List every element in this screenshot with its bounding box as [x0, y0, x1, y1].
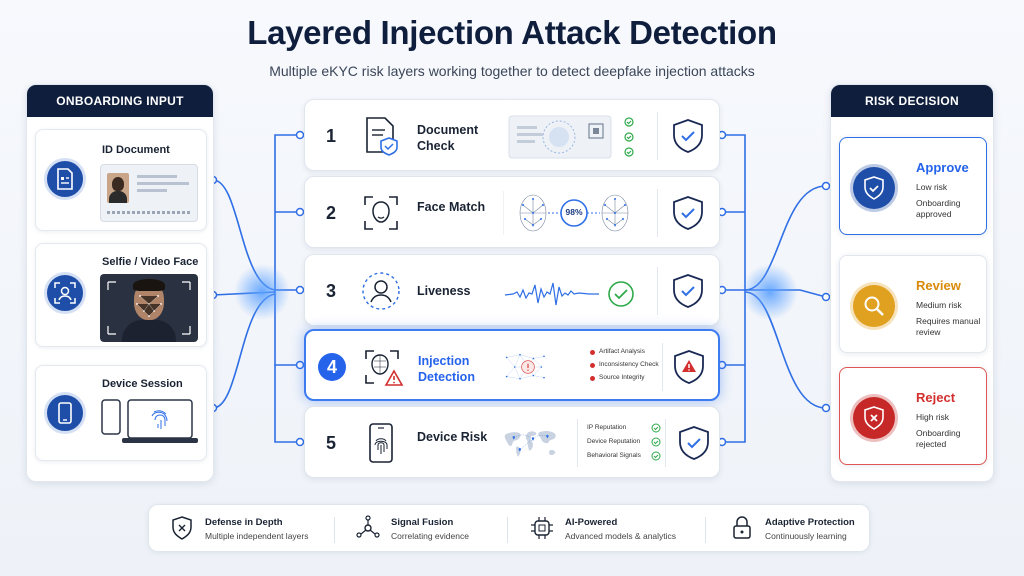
feature-ai-powered: AI-Powered Advanced models & analytics: [529, 513, 689, 545]
feature-title: Defense in Depth: [205, 517, 283, 528]
risk-decision-header: RISK DECISION: [831, 85, 993, 117]
outcome-title: Approve: [916, 160, 969, 175]
outcome-title: Reject: [916, 390, 956, 405]
list-item: Device Reputation: [587, 436, 665, 450]
shield-x-icon: [172, 516, 192, 540]
layer-name: Injection Detection: [418, 354, 475, 384]
input-card-id-document[interactable]: ID Document: [35, 129, 207, 231]
layer-injection-detection[interactable]: 4 Injection Detection Artifact Analysis …: [304, 329, 720, 401]
feature-divider: [705, 517, 706, 543]
feature-divider: [334, 517, 335, 543]
selfie-face-image: [100, 274, 198, 342]
phone-fingerprint-icon: [369, 423, 393, 463]
input-label-device-session: Device Session: [102, 378, 183, 390]
layer-liveness[interactable]: 3 Liveness: [304, 254, 720, 326]
shield-x-icon: [850, 394, 898, 442]
feature-title: Signal Fusion: [391, 517, 454, 528]
page-title: Layered Injection Attack Detection: [247, 14, 777, 51]
input-label-selfie: Selfie / Video Face: [102, 256, 199, 268]
shield-check-icon: [850, 164, 898, 212]
shield-check-icon: [673, 274, 703, 308]
input-card-device-session[interactable]: Device Session: [35, 365, 207, 461]
layer-document-check[interactable]: 1 Document Check: [304, 99, 720, 171]
outcome-risk: Medium risk: [916, 300, 962, 310]
layer-number: 4: [318, 353, 346, 381]
outcome-approve[interactable]: Approve Low risk Onboarding approved: [839, 137, 987, 235]
layer-number: 2: [325, 203, 336, 223]
feature-signal-fusion: Signal Fusion Correlating evidence: [355, 513, 505, 545]
outcome-status: Requires manual review: [916, 316, 981, 337]
feature-subtitle: Advanced models & analytics: [565, 531, 677, 541]
feature-subtitle: Multiple independent layers: [205, 531, 309, 541]
layer-number: 3: [325, 281, 336, 301]
input-label-id-document: ID Document: [102, 144, 170, 156]
layer-divider: [657, 267, 658, 315]
layer-divider: [662, 343, 663, 391]
feature-subtitle: Correlating evidence: [391, 531, 469, 541]
input-card-selfie[interactable]: Selfie / Video Face: [35, 243, 207, 347]
outcome-risk: Low risk: [916, 182, 948, 192]
device-laptop-phone-image: [101, 399, 198, 443]
layer-name: Document Check: [417, 123, 479, 153]
face-warning-icon: [365, 350, 404, 386]
feature-subtitle: Continuously learning: [765, 531, 847, 541]
list-item: Behavioral Signals: [587, 450, 665, 464]
feature-divider: [507, 517, 508, 543]
outcome-review[interactable]: Review Medium risk Requires manual revie…: [839, 255, 987, 353]
feature-title: Adaptive Protection: [765, 517, 855, 528]
layer-divider: [665, 419, 666, 467]
outcome-reject[interactable]: Reject High risk Onboarding rejected: [839, 367, 987, 465]
list-item: Inconsistency Check: [590, 360, 660, 373]
id-document-icon: [44, 158, 86, 200]
feature-defense-in-depth: Defense in Depth Multiple independent la…: [169, 513, 329, 545]
face-match-score: 98%: [565, 207, 583, 217]
layer-name: Device Risk: [417, 430, 488, 444]
magnifier-icon: [850, 282, 898, 330]
network-icon: [356, 515, 380, 538]
face-match-visual: [503, 191, 629, 235]
onboarding-input-header: ONBOARDING INPUT: [27, 85, 213, 117]
face-frame-icon: [364, 196, 398, 230]
device-checks-list: IP Reputation Device Reputation Behavior…: [587, 422, 665, 464]
shield-check-icon: [679, 426, 709, 460]
feature-adaptive-protection: Adaptive Protection Continuously learnin…: [729, 513, 859, 545]
injection-network-visual: [505, 353, 545, 380]
outcome-status: Onboarding approved: [916, 198, 961, 219]
features-bar: Defense in Depth Multiple independent la…: [148, 504, 870, 552]
layer-number: 1: [325, 126, 336, 146]
list-item: IP Reputation: [587, 422, 665, 436]
shield-warning-icon: [674, 350, 704, 384]
face-liveness-icon: [362, 272, 400, 310]
shield-check-icon: [673, 196, 703, 230]
layer-divider: [657, 189, 658, 237]
shield-check-icon: [673, 119, 703, 153]
id-card-image: [100, 164, 198, 222]
layer-name: Face Match: [417, 200, 486, 214]
liveness-waveform-visual: [504, 281, 634, 307]
face-scan-icon: [44, 272, 86, 314]
document-scan-visual: [508, 115, 634, 159]
injection-checks-list: Artifact Analysis Inconsistency Check So…: [590, 347, 660, 386]
onboarding-input-panel: ONBOARDING INPUT ID Document Selfie / Vi…: [26, 84, 214, 482]
risk-decision-panel: RISK DECISION Approve Low risk Onboardin…: [830, 84, 994, 482]
list-item: Artifact Analysis: [590, 347, 660, 360]
layer-face-match[interactable]: 2 Face Match 98%: [304, 176, 720, 248]
layer-name: Liveness: [417, 284, 471, 298]
outcome-status: Onboarding rejected: [916, 428, 961, 449]
lock-icon: [733, 516, 751, 539]
list-item: Source Integrity: [590, 373, 660, 386]
layer-device-risk[interactable]: 5 Device Risk IP Reputation Device Reput…: [304, 406, 720, 478]
world-map-visual: [504, 430, 556, 457]
page-subtitle: Multiple eKYC risk layers working togeth…: [269, 63, 755, 79]
outcome-title: Review: [916, 278, 961, 293]
document-shield-icon: [366, 117, 398, 156]
brain-chip-icon: [531, 517, 553, 539]
layer-divider: [657, 112, 658, 160]
outcome-risk: High risk: [916, 412, 950, 422]
feature-title: AI-Powered: [565, 517, 618, 528]
layer-number: 5: [325, 433, 336, 453]
layer-divider: [577, 419, 578, 467]
phone-icon: [44, 392, 86, 434]
